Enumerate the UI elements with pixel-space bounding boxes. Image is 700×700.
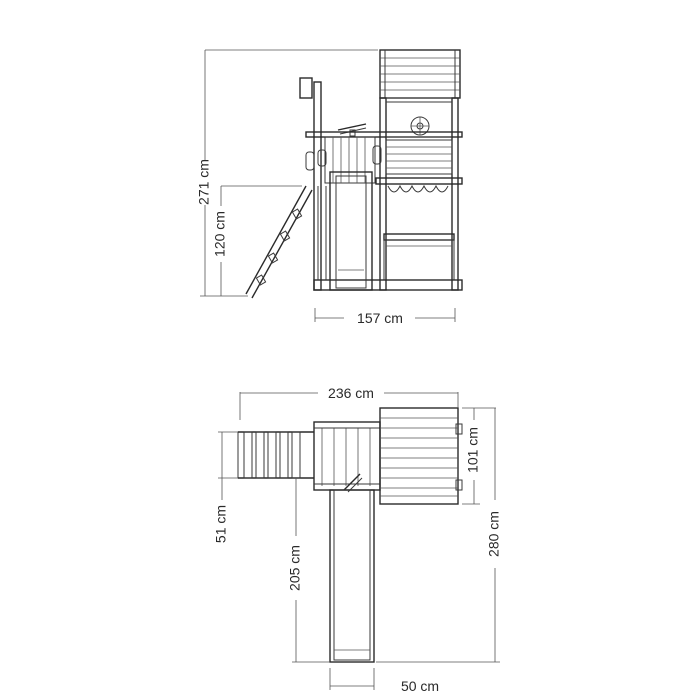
roof-panel [379, 49, 461, 99]
dim-slide-length: 205 cm [287, 545, 303, 591]
slide-front [329, 171, 373, 291]
telescope-top [343, 473, 363, 493]
lower-frame [313, 186, 463, 291]
ladder-top [237, 431, 315, 479]
top-view: 236 cm 101 cm 280 cm 51 cm 205 cm 50 cm [213, 385, 502, 694]
front-dimensions [200, 49, 456, 322]
front-view: 271 cm 120 cm 157 cm [196, 49, 463, 326]
tower-posts [299, 77, 459, 291]
platform-top [313, 421, 381, 491]
handles [305, 145, 382, 171]
dim-total-depth: 280 cm [486, 511, 502, 557]
slide-top [329, 489, 375, 663]
dim-total-width: 236 cm [328, 385, 374, 401]
dim-slide-width: 50 cm [401, 678, 439, 694]
dim-total-height: 271 cm [196, 159, 212, 205]
telescope [337, 123, 367, 137]
dim-front-width: 157 cm [357, 310, 403, 326]
ladder-front [245, 185, 313, 299]
roof-top [379, 407, 463, 505]
awning [387, 184, 449, 193]
right-wall [375, 139, 463, 185]
dim-tower-depth: 101 cm [465, 427, 481, 473]
upper-rail [305, 131, 463, 138]
tower-panel [324, 136, 376, 184]
dim-platform-height: 120 cm [212, 211, 228, 257]
dim-ladder-width: 51 cm [213, 505, 229, 543]
top-dimensions [218, 392, 500, 690]
